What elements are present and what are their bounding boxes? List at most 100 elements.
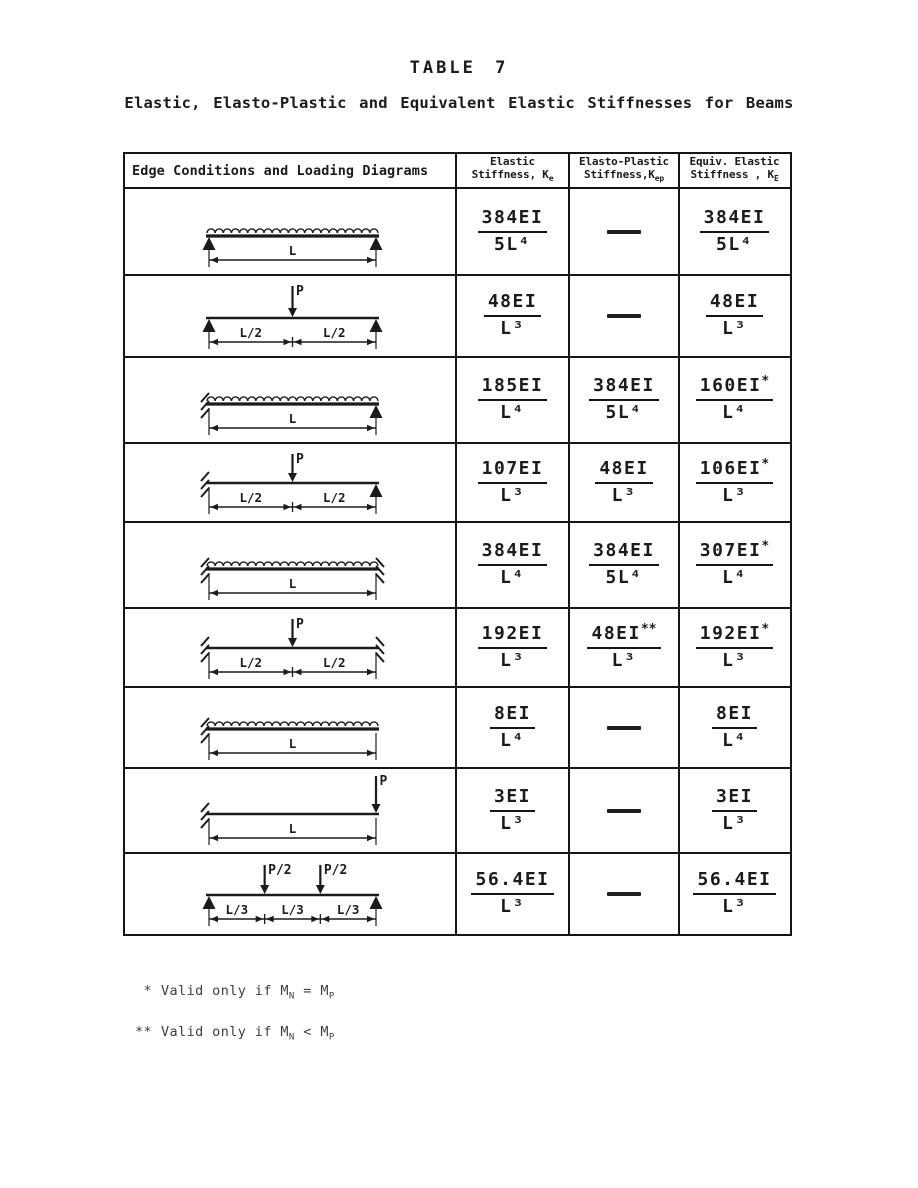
stiffness-formula: 160EI*L⁴ — [695, 374, 774, 423]
footnote-marker: * — [143, 983, 152, 999]
formula-numerator: 192EI — [477, 624, 548, 649]
formula-numerator: 8EI — [711, 704, 757, 729]
stiffness-formula: 48EI**L³ — [587, 621, 661, 671]
formula-numerator: 56.4EI — [693, 870, 776, 895]
svg-text:L/2: L/2 — [239, 325, 262, 340]
elasto-plastic-stiffness-cell — [570, 189, 680, 274]
svg-text:L/2: L/2 — [323, 655, 346, 670]
loading-diagram-cell: P L/2 L/2 — [125, 276, 457, 356]
footnote-marker-sup: * — [761, 374, 770, 390]
beam-diagram: P L/2 L/2 — [200, 617, 385, 679]
svg-text:L/3: L/3 — [337, 902, 360, 917]
svg-text:L/2: L/2 — [239, 655, 262, 670]
formula-numerator: 384EI — [477, 208, 548, 233]
footnote-marker: ** — [134, 1023, 152, 1040]
formula-denominator: L³ — [500, 318, 525, 339]
header-elastic-stiffness: Elastic Stiffness, Ke — [457, 154, 570, 187]
loading-diagram-cell: P L/2 L/2 — [125, 609, 457, 686]
svg-text:P: P — [296, 617, 304, 632]
formula-numerator: 384EI — [589, 541, 659, 566]
loading-diagram-cell: L — [125, 523, 457, 607]
svg-text:P/2: P/2 — [268, 863, 291, 878]
footnote-marker-sup: * — [761, 621, 770, 637]
formula-denominator: L³ — [722, 896, 747, 917]
header-elasto-plastic-stiffness: Elasto-Plastic Stiffness,Kep — [570, 154, 680, 187]
svg-text:L: L — [289, 821, 297, 836]
formula-numerator: 384EI — [477, 541, 548, 566]
svg-text:P: P — [296, 452, 304, 467]
svg-text:P: P — [296, 284, 304, 299]
formula-denominator: L³ — [722, 484, 747, 506]
formula-numerator: 48EI** — [587, 621, 661, 649]
loading-diagram-cell: L — [125, 688, 457, 767]
table-subtitle: Elastic, Elasto-Plastic and Equivalent E… — [124, 94, 794, 112]
svg-text:P: P — [380, 774, 388, 789]
svg-text:L/2: L/2 — [323, 325, 346, 340]
loading-diagram-cell: L — [125, 358, 457, 442]
svg-text:L/2: L/2 — [239, 490, 262, 505]
formula-denominator: L⁴ — [500, 729, 525, 751]
footnote-marker-sup: ** — [640, 621, 657, 637]
elasto-plastic-stiffness-cell — [570, 769, 680, 852]
svg-text:L/3: L/3 — [281, 902, 304, 917]
formula-denominator: L⁴ — [500, 567, 525, 588]
footnote-text: Valid only if MN < MP — [161, 1023, 335, 1043]
header-line: Equiv. Elastic — [689, 155, 780, 169]
formula-numerator: 160EI* — [695, 374, 774, 401]
formula-numerator: 192EI* — [695, 621, 774, 649]
svg-text:L: L — [289, 243, 297, 258]
stiffness-formula: 192EI*L³ — [695, 621, 774, 671]
header-line: Elastic — [490, 155, 535, 169]
beam-diagram: L — [200, 556, 385, 600]
svg-text:P/2: P/2 — [324, 863, 347, 878]
formula-denominator: 5L⁴ — [715, 233, 753, 255]
beam-diagram: L — [202, 227, 383, 267]
formula-numerator: 48EI — [705, 292, 764, 317]
formula-denominator: 5L⁴ — [605, 567, 643, 588]
formula-numerator: 3EI — [711, 787, 757, 812]
svg-text:L: L — [289, 411, 297, 426]
no-value-dash — [607, 314, 641, 318]
footnote-marker-sup: * — [761, 456, 770, 472]
footnotes: *Valid only if MN = MP ** Valid only if MN… — [128, 981, 335, 1062]
header-line: Stiffness, Ke — [471, 168, 554, 184]
header-line: Stiffness,Kep — [584, 168, 664, 184]
formula-denominator: L³ — [722, 812, 747, 834]
equiv-elastic-stiffness-cell: 192EI*L³ — [680, 609, 789, 686]
footnote-marker-sup: * — [761, 539, 770, 555]
footnote: *Valid only if MN = MP — [128, 981, 335, 1007]
formula-numerator: 106EI* — [695, 456, 774, 484]
formula-numerator: 8EI — [489, 704, 535, 729]
formula-denominator: L³ — [500, 896, 525, 917]
